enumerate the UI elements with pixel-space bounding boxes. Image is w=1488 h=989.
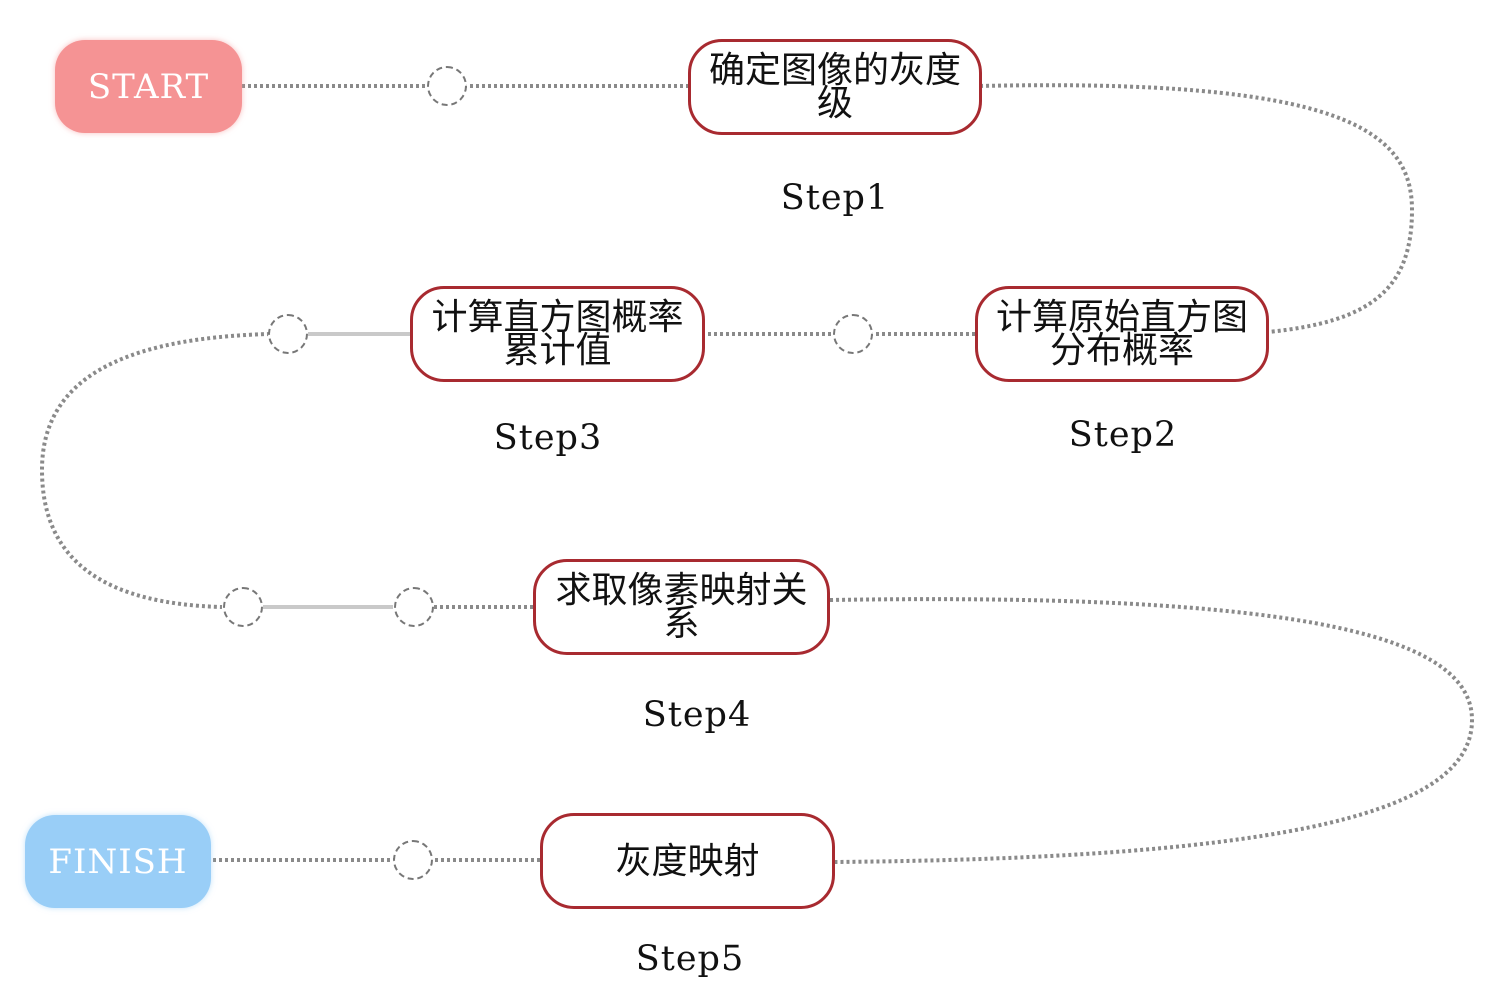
path-node-circle <box>394 587 434 627</box>
step5-box-label: 灰度映射 <box>615 840 760 882</box>
step3-caption: Step3 <box>493 418 603 458</box>
start-terminal: START <box>55 40 242 133</box>
step4-caption: Step4 <box>642 695 752 735</box>
step1-box: 确定图像的灰度级 <box>688 39 982 135</box>
start-label: START <box>87 66 210 107</box>
step1-box-label: 确定图像的灰度级 <box>708 50 961 124</box>
step5-box: 灰度映射 <box>540 813 835 909</box>
step2-caption: Step2 <box>1068 415 1178 455</box>
path-node-circle <box>223 587 263 627</box>
connector-step3-step4-loop <box>39 332 271 609</box>
path-node-circle <box>427 66 467 106</box>
step3-box-label: 计算直方图概率累计值 <box>431 297 684 371</box>
step1-caption: Step1 <box>780 178 890 218</box>
path-node-circle <box>268 314 308 354</box>
finish-terminal: FINISH <box>25 815 211 908</box>
connector-step1-step2 <box>979 83 1415 334</box>
path-node-circle <box>393 840 433 880</box>
finish-label: FINISH <box>48 841 188 882</box>
step4-box-label: 求取像素映射关系 <box>555 570 808 644</box>
connector-step4-step5 <box>829 597 1475 864</box>
step3-box: 计算直方图概率累计值 <box>410 286 705 382</box>
step2-box-label: 计算原始直方图分布概率 <box>995 297 1248 371</box>
step2-box: 计算原始直方图分布概率 <box>975 286 1269 382</box>
step4-box: 求取像素映射关系 <box>533 559 830 655</box>
path-node-circle <box>833 314 873 354</box>
step5-caption: Step5 <box>635 939 745 979</box>
